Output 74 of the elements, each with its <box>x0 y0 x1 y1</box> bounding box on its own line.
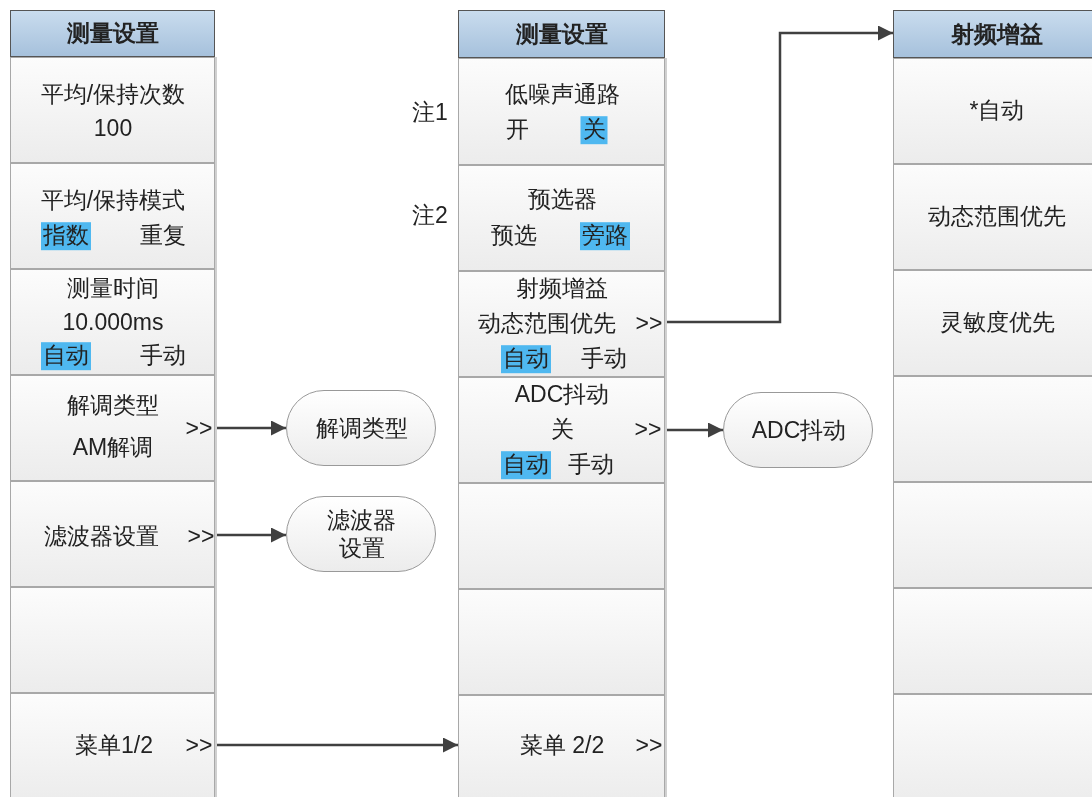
menu-label: ADC抖动 <box>751 417 847 445</box>
submenu-indicator: >> <box>185 732 213 760</box>
selected-option: 自动 <box>501 345 551 373</box>
menu-label: 射频增益 <box>516 275 608 303</box>
menu-button <box>893 58 1092 164</box>
menu-label: 测量时间 <box>67 275 159 303</box>
menu-label: 解调类型 <box>67 392 159 420</box>
note-label: 注2 <box>412 200 448 230</box>
empty-menu-button <box>458 589 665 695</box>
value-label: 100 <box>93 115 133 143</box>
menu-title: 测量设置 <box>516 21 608 49</box>
menu-button <box>458 271 665 377</box>
menu-label: 解调类型 <box>316 415 408 443</box>
value-label: 动态范围优先 <box>478 310 616 338</box>
empty-menu-button <box>10 587 215 693</box>
value-label: AM解调 <box>72 434 154 462</box>
submenu-indicator: >> <box>635 310 663 338</box>
value-label: 关 <box>550 416 574 444</box>
menu-label: 灵敏度优先 <box>939 309 1055 337</box>
menu-button <box>458 165 665 271</box>
note-label: 注1 <box>412 97 448 127</box>
menu-label: *自动 <box>969 97 1025 125</box>
menu-header <box>458 10 665 58</box>
option-label: 重复 <box>140 222 186 250</box>
option-label: 预选 <box>491 222 537 250</box>
empty-menu-button <box>893 694 1092 797</box>
option-label: 开 <box>505 116 529 144</box>
submenu-indicator: >> <box>635 732 663 760</box>
selected-option: 指数 <box>41 222 91 250</box>
menu-button <box>10 163 215 269</box>
menu-label: 平均/保持模式 <box>40 187 186 215</box>
option-label: 手动 <box>140 342 186 370</box>
menu-button <box>10 481 215 587</box>
arrow <box>215 527 286 543</box>
menu-label: 动态范围优先 <box>928 203 1066 231</box>
menu-header <box>10 10 215 57</box>
selected-option: 旁路 <box>580 222 630 250</box>
menu-label: 滤波器设置 <box>326 507 398 563</box>
menu-button <box>458 695 665 797</box>
menu-button <box>458 377 665 483</box>
selected-option: 自动 <box>501 451 551 479</box>
empty-menu-button <box>893 482 1092 588</box>
submenu-indicator: >> <box>187 523 215 551</box>
menu-label: 预选器 <box>527 186 597 214</box>
option-label: 手动 <box>581 345 627 373</box>
menu-label: 菜单 2/2 <box>519 732 605 760</box>
value-label: 10.000ms <box>62 309 164 337</box>
arrow <box>215 737 458 753</box>
selected-option: 自动 <box>41 342 91 370</box>
selected-option: 关 <box>580 116 608 144</box>
menu-label: 平均/保持次数 <box>40 81 186 109</box>
menu-button <box>10 269 215 375</box>
menu-button <box>458 58 665 165</box>
empty-menu-button <box>458 483 665 589</box>
arrow <box>215 420 286 436</box>
empty-menu-button <box>893 588 1092 694</box>
menu-label: 菜单1/2 <box>75 732 153 760</box>
arrow <box>665 25 893 324</box>
menu-button <box>893 164 1092 270</box>
option-label: 手动 <box>568 451 614 479</box>
menu-title: 射频增益 <box>951 21 1043 49</box>
menu-header <box>893 10 1092 58</box>
arrow <box>665 422 723 438</box>
menu-label: 滤波器设置 <box>43 523 159 551</box>
menu-button <box>10 375 215 481</box>
menu-label: ADC抖动 <box>514 381 610 409</box>
menu-button <box>10 57 215 163</box>
menu-title: 测量设置 <box>67 20 159 48</box>
menu-label: 低噪声通路 <box>504 81 620 109</box>
menu-button <box>10 693 215 797</box>
empty-menu-button <box>893 376 1092 482</box>
submenu-indicator: >> <box>634 416 662 444</box>
submenu-indicator: >> <box>185 415 213 443</box>
menu-button <box>893 270 1092 376</box>
